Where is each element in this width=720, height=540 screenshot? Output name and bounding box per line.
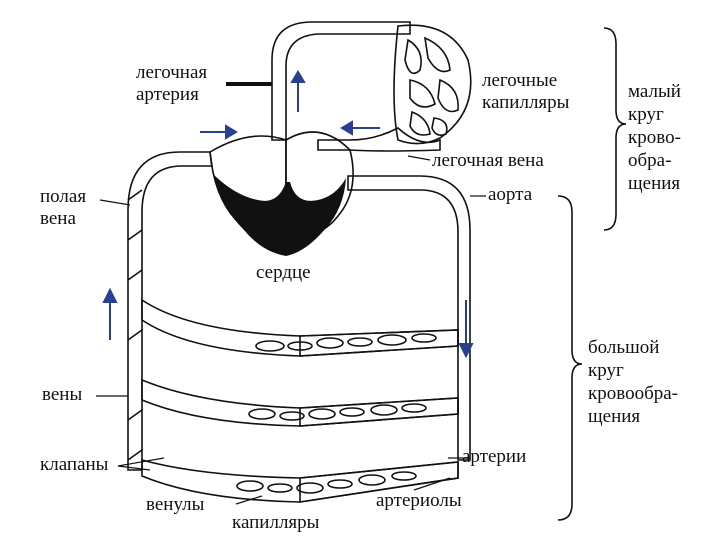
label-pulmonary-capillaries: легочные капилляры	[482, 70, 570, 113]
label-arteries: артерии	[462, 446, 527, 467]
systemic-circuit-brace	[557, 195, 583, 521]
pulmonary-vein-vessel	[317, 127, 441, 152]
arrow-down-aorta-icon	[458, 300, 474, 359]
vein-valves	[127, 189, 143, 461]
lung-capillary-mesh	[404, 36, 459, 136]
label-pulmonary-circuit: малый круг крово- обра- щения	[628, 81, 681, 194]
leader-lines	[96, 155, 486, 505]
label-systemic-circuit: большой круг кровообра- щения	[588, 337, 678, 427]
label-pulmonary-artery: легочная артерия	[136, 62, 208, 105]
label-valves: клапаны	[40, 454, 109, 475]
pulmonary-circuit-brace	[603, 27, 627, 231]
label-capillaries: капилляры	[232, 512, 320, 533]
flow-arrows	[102, 70, 474, 359]
arrow-up-pulmonary-icon	[290, 70, 306, 112]
arrow-up-vein-icon	[102, 287, 118, 340]
lung-capillary-bed	[393, 24, 472, 145]
aorta-vessel	[347, 175, 471, 461]
label-arterioles: артериолы	[376, 490, 462, 511]
arrow-left-icon	[340, 120, 380, 136]
label-heart: сердце	[256, 262, 311, 283]
label-venules: венулы	[146, 494, 205, 515]
systemic-bed-1	[141, 298, 459, 357]
label-aorta: аорта	[488, 184, 533, 205]
arrow-right-icon	[200, 124, 238, 140]
systemic-bed-2	[141, 378, 459, 427]
label-pulmonary-vein: легочная вена	[432, 150, 544, 171]
label-veins: вены	[42, 384, 83, 405]
heart-septum	[214, 175, 346, 256]
label-vena-cava: полая вена	[40, 186, 87, 229]
vena-cava-vessel	[127, 151, 213, 471]
systemic-bed-3	[141, 458, 459, 503]
pulmonary-artery-vessel	[271, 21, 411, 141]
